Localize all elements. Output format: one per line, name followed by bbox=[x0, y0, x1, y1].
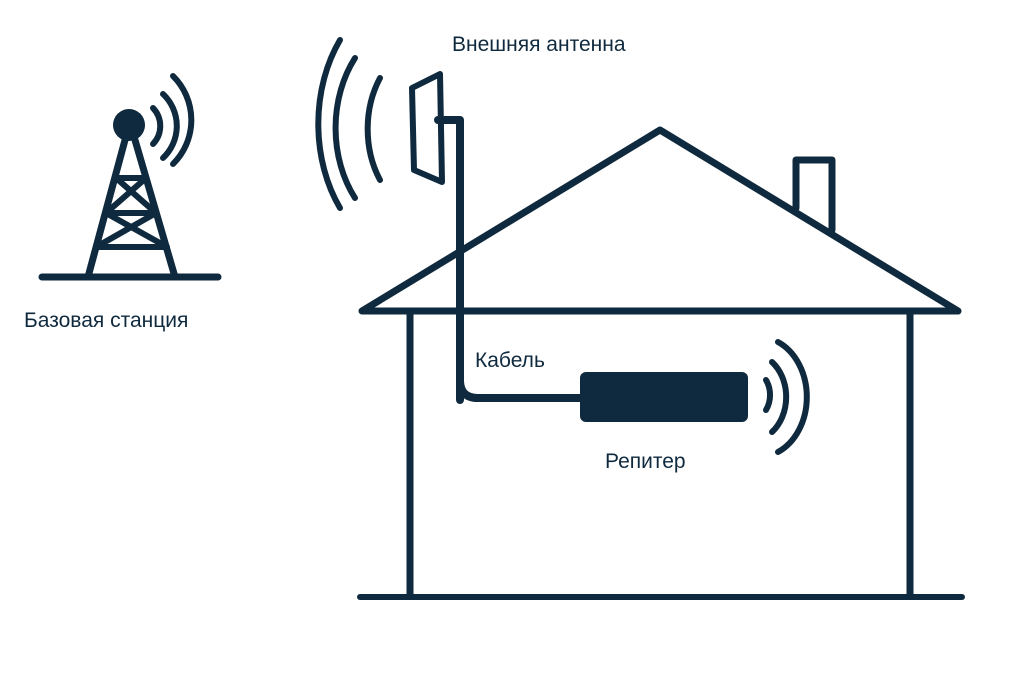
tower-top-node bbox=[113, 109, 145, 141]
repeater-label: Репитер bbox=[605, 450, 686, 473]
repeater-signal-waves bbox=[763, 339, 810, 455]
external-antenna-label: Внешняя антенна bbox=[452, 33, 626, 56]
cable-line bbox=[456, 376, 586, 402]
repeater-device bbox=[580, 372, 748, 422]
tower-left-leg bbox=[84, 136, 129, 281]
external-antenna-panel bbox=[409, 71, 445, 185]
house bbox=[357, 126, 965, 600]
antenna-signal-waves bbox=[315, 37, 383, 211]
house-chimney bbox=[792, 156, 836, 234]
base-station-tower bbox=[38, 109, 222, 281]
cable-label: Кабель bbox=[475, 349, 545, 372]
house-roof bbox=[358, 126, 962, 315]
antenna-mast bbox=[434, 116, 464, 404]
tower-lattice bbox=[93, 175, 170, 250]
base-station-signal-waves bbox=[150, 73, 195, 167]
base-station-label: Базовая станция bbox=[24, 309, 189, 332]
